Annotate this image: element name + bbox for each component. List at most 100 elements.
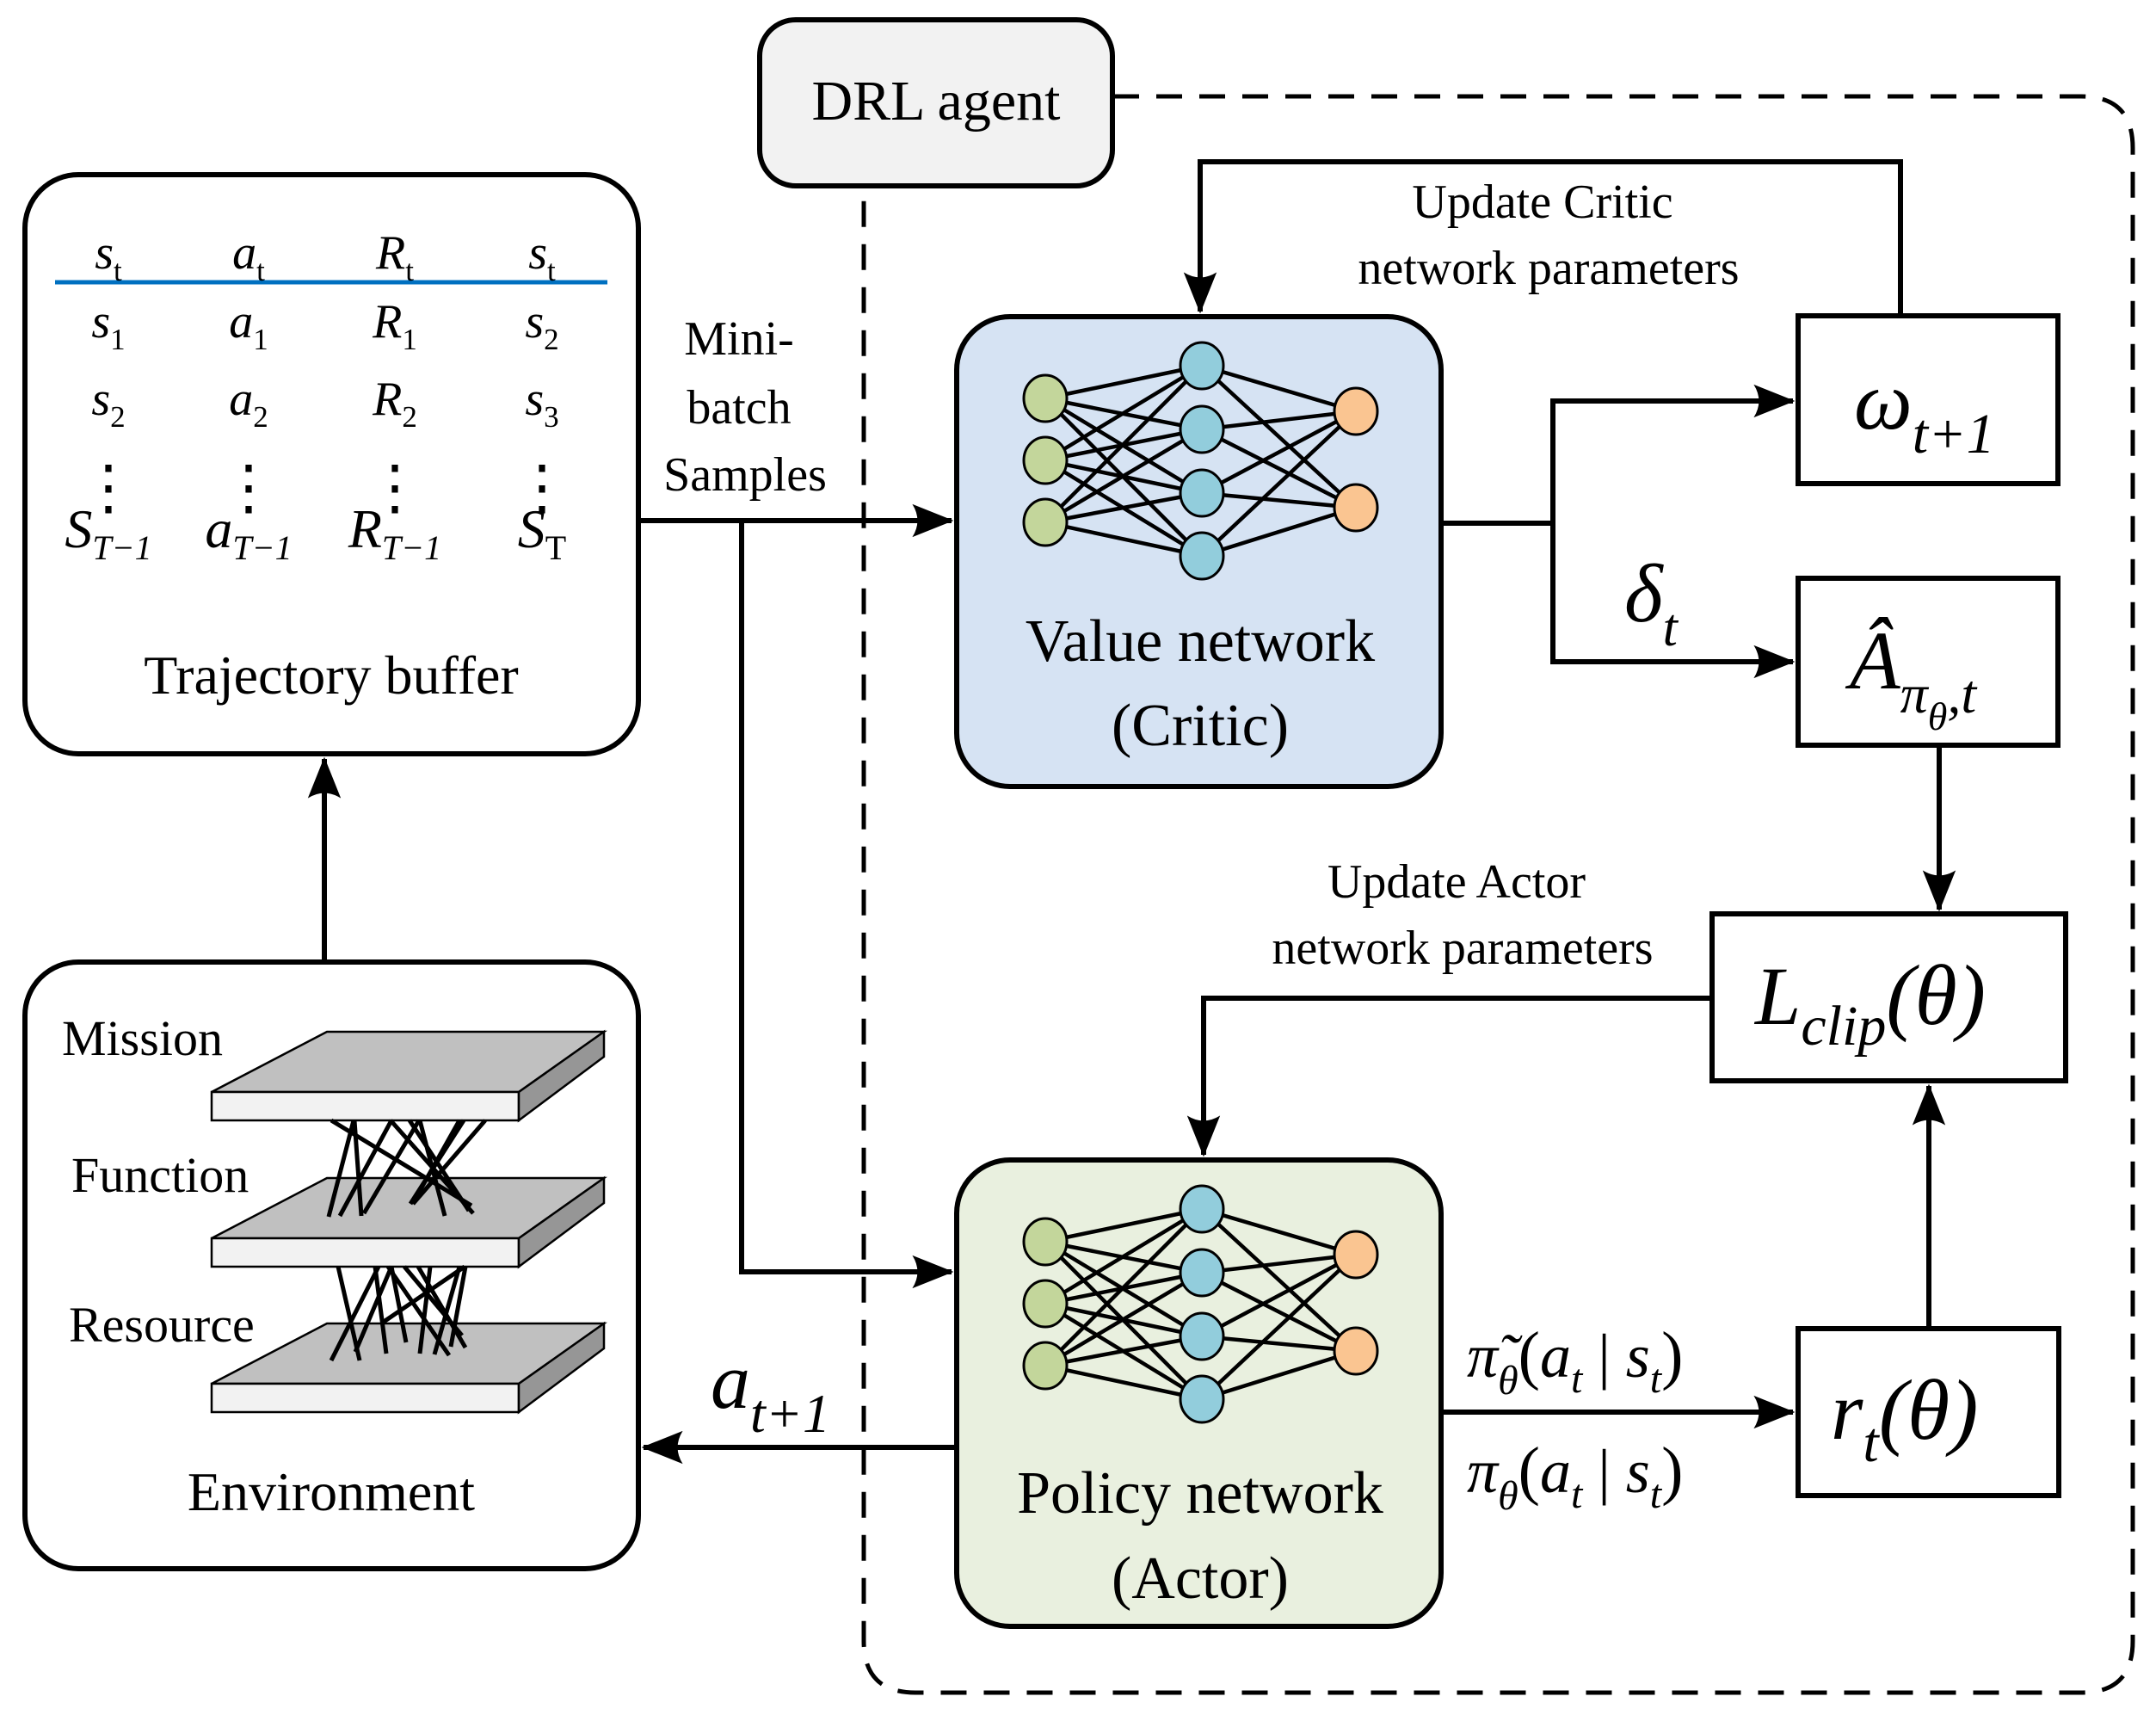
lclip-box: Lclip(θ) bbox=[1709, 911, 2068, 1083]
pi-new-base: π bbox=[1467, 1437, 1500, 1506]
table-cell: R1 bbox=[372, 295, 417, 356]
value-network: Value network (Critic) bbox=[954, 314, 1444, 789]
cell-subscript: T−1 bbox=[382, 528, 441, 567]
policy-network: Policy network (Actor) bbox=[954, 1157, 1444, 1629]
lclip-arg: (θ) bbox=[1886, 947, 1986, 1043]
cell-subscript: T−1 bbox=[232, 528, 292, 567]
cell-base: s bbox=[525, 295, 544, 349]
omega-base: ω bbox=[1854, 355, 1913, 447]
cell-subscript: 2 bbox=[544, 323, 559, 356]
table-cell: RT−1 bbox=[348, 498, 441, 567]
table-header-cell: Rt bbox=[375, 226, 414, 287]
drl-agent-frame bbox=[757, 17, 1115, 188]
cell-subscript: 2 bbox=[402, 400, 417, 434]
cell-base: a bbox=[229, 373, 253, 426]
delta-sub: t bbox=[1663, 599, 1679, 657]
table-cell: s1 bbox=[91, 295, 125, 356]
update-actor-line-2: network parameters bbox=[1272, 922, 1653, 975]
layer-plate-mission bbox=[210, 1029, 607, 1123]
policy-network-title: Policy network bbox=[1017, 1460, 1383, 1527]
pi-new-a: a bbox=[1540, 1437, 1571, 1506]
cell-base: a bbox=[229, 295, 253, 349]
dependency-link bbox=[329, 1265, 381, 1362]
value-network-title: Value network bbox=[1026, 608, 1375, 675]
hidden-node bbox=[1179, 1184, 1225, 1234]
table-header-cell: st bbox=[528, 226, 556, 287]
pi-old-open: ( bbox=[1518, 1319, 1540, 1391]
pi-old-s: s bbox=[1626, 1322, 1650, 1391]
update-critic-line-2: network parameters bbox=[1358, 242, 1739, 295]
pi-new-s: s bbox=[1626, 1437, 1650, 1506]
net-connection bbox=[1201, 409, 1357, 432]
advantage-box: Âπθ,t bbox=[1796, 576, 2061, 748]
net-connection bbox=[1044, 428, 1204, 524]
net-connection bbox=[1044, 1207, 1204, 1367]
cell-subscript: 2 bbox=[253, 400, 268, 434]
pi-old-a-sub: t bbox=[1571, 1356, 1584, 1402]
arrow-update-critic bbox=[1183, 159, 1903, 316]
dependency-link bbox=[326, 1120, 356, 1218]
net-connection bbox=[1044, 1334, 1203, 1368]
cell-subscript: t bbox=[114, 254, 122, 287]
omega-sub: t+1 bbox=[1913, 403, 1995, 466]
pi-new-formula: πθ(at | st) bbox=[1467, 1434, 1683, 1519]
dependency-link bbox=[337, 1119, 394, 1218]
cell-base: R bbox=[375, 226, 405, 280]
net-connection bbox=[1044, 363, 1203, 401]
table-cell: s2 bbox=[525, 295, 558, 356]
dependency-link bbox=[432, 1266, 462, 1355]
advantage-base: Â bbox=[1845, 614, 1900, 706]
output-node bbox=[1333, 1230, 1379, 1280]
layer-plate-function bbox=[210, 1175, 607, 1269]
plate-front-face bbox=[210, 1090, 521, 1122]
table-ellipsis: ⋮ bbox=[78, 455, 139, 521]
drl-agent-box: DRL agent bbox=[757, 17, 1115, 188]
value-network-subtitle: (Critic) bbox=[1112, 693, 1289, 759]
ratio-sub: t bbox=[1863, 1411, 1880, 1474]
cell-subscript: 1 bbox=[253, 323, 268, 356]
update-critic-line-1: Update Critic bbox=[1412, 176, 1672, 229]
ratio-symbol: rt(θ) bbox=[1831, 1362, 1978, 1474]
dependency-link bbox=[382, 1264, 466, 1324]
pi-old-bar: | bbox=[1582, 1322, 1625, 1391]
net-connection bbox=[1044, 1271, 1204, 1367]
layer-label-function: Function bbox=[71, 1147, 249, 1203]
omega-symbol: ωt+1 bbox=[1854, 355, 1995, 466]
pi-new-bar: | bbox=[1582, 1437, 1625, 1506]
cell-base: s bbox=[91, 295, 110, 349]
net-connection bbox=[1200, 1253, 1358, 1338]
critic-neural-net-icon bbox=[1022, 341, 1379, 581]
omega-frame bbox=[1796, 313, 2061, 486]
table-cell: a2 bbox=[229, 373, 268, 434]
trajectory-buffer-frame bbox=[22, 172, 641, 756]
plate-side-face bbox=[517, 1029, 606, 1123]
environment: Mission Function Resource Environment bbox=[22, 959, 641, 1571]
dependency-link bbox=[389, 1266, 409, 1343]
layer-label-resource: Resource bbox=[69, 1297, 255, 1353]
pi-old-sub: θ bbox=[1498, 1358, 1518, 1403]
cell-base: a bbox=[232, 226, 256, 280]
dependency-link bbox=[411, 1119, 487, 1206]
ratio-arg: (θ) bbox=[1879, 1362, 1979, 1458]
output-node bbox=[1333, 483, 1379, 533]
input-node bbox=[1022, 497, 1069, 547]
table-cell: R2 bbox=[372, 373, 417, 434]
table-cell: a1 bbox=[229, 295, 268, 356]
cell-base: S bbox=[65, 498, 92, 559]
cell-base: R bbox=[372, 295, 402, 349]
net-connection bbox=[1044, 364, 1204, 462]
pi-new-a-sub: t bbox=[1571, 1471, 1584, 1517]
update-actor-label: Update Actor network parameters bbox=[1272, 855, 1653, 975]
cell-subscript: T−1 bbox=[92, 528, 151, 567]
net-connection bbox=[1201, 490, 1357, 510]
table-ellipsis: ⋮ bbox=[365, 455, 425, 521]
pi-new-s-sub: t bbox=[1650, 1471, 1663, 1517]
net-connection bbox=[1201, 1206, 1357, 1257]
layer-plate-resource bbox=[210, 1321, 607, 1415]
dependency-link bbox=[416, 1265, 468, 1349]
action-sub: t+1 bbox=[750, 1383, 830, 1444]
minibatch-connector: Mini- batch Samples bbox=[638, 312, 954, 1289]
delta-base: δ bbox=[1624, 547, 1664, 639]
minibatch-line-2: batch bbox=[687, 381, 791, 435]
cell-subscript: 2 bbox=[110, 400, 126, 434]
